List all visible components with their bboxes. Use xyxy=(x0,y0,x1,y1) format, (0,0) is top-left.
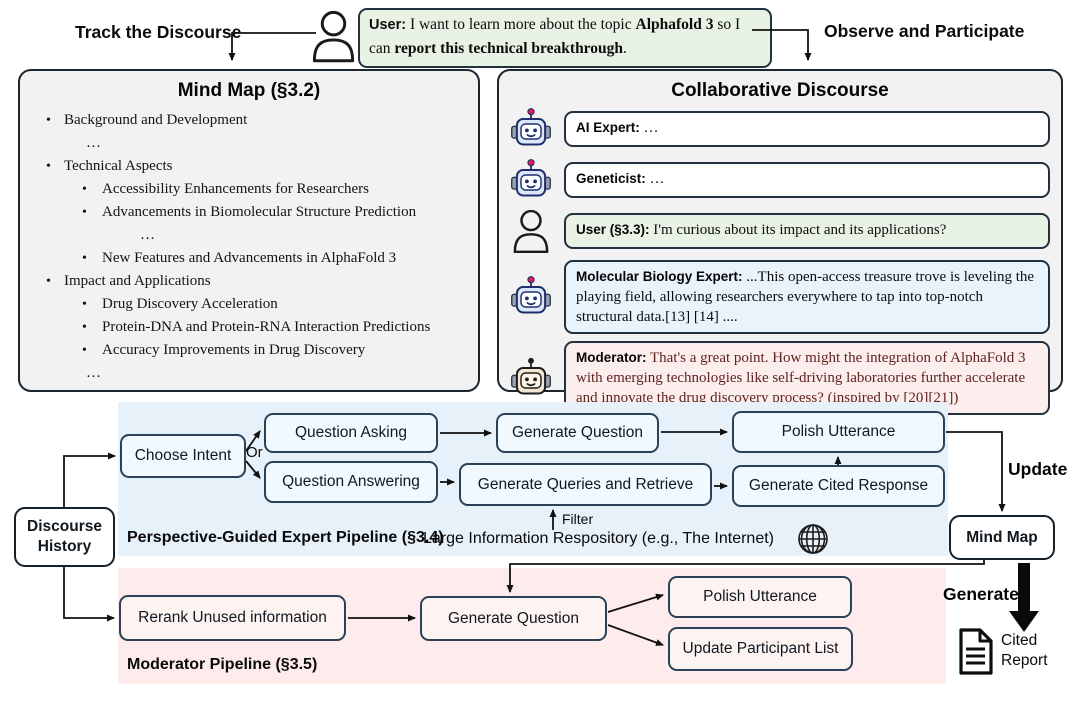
message-list: AI Expert: … xyxy=(510,107,1050,415)
robot-tan-icon xyxy=(510,356,552,400)
generate-label: Generate xyxy=(943,584,1019,604)
polish-utterance-box: Polish Utterance xyxy=(732,411,945,453)
update-label: Update xyxy=(1008,459,1068,479)
moderator-polish-utterance-box: Polish Utterance xyxy=(668,576,852,618)
robot-blue-icon xyxy=(510,158,552,202)
observe-participate-label: Observe and Participate xyxy=(824,21,1025,41)
mind-map-list: •Background and Development … •Technical… xyxy=(20,109,478,385)
cited-report-label: Cited Report xyxy=(1001,632,1048,669)
list-item: •Accuracy Improvements in Drug Discovery xyxy=(82,342,366,358)
moderator-pipeline-label: Moderator Pipeline (§3.5) xyxy=(127,656,318,673)
discourse-history-box: Discourse History xyxy=(14,507,115,567)
update-participant-list-box: Update Participant List xyxy=(668,627,853,671)
list-item: … xyxy=(140,227,155,243)
moderator-generate-question-box: Generate Question xyxy=(420,596,607,641)
message-box-molecular-biology-expert: Molecular Biology Expert: ...This open-a… xyxy=(564,260,1050,334)
list-item: •Background and Development xyxy=(46,112,248,128)
choose-intent-box: Choose Intent xyxy=(120,434,246,478)
or-label: Or xyxy=(246,444,263,461)
message-row: User (§3.3): I'm curious about its impac… xyxy=(510,209,1050,253)
list-item: … xyxy=(86,365,101,381)
question-answering-box: Question Answering xyxy=(264,461,438,503)
message-row: AI Expert: … xyxy=(510,107,1050,151)
message-row: Molecular Biology Expert: ...This open-a… xyxy=(510,260,1050,334)
robot-blue-icon xyxy=(510,275,552,319)
collaborative-discourse-panel: Collaborative Discourse xyxy=(497,69,1063,415)
user-icon xyxy=(510,209,552,253)
user-topic-bubble: User: I want to learn more about the top… xyxy=(358,8,772,68)
robot-blue-icon xyxy=(510,107,552,151)
generate-queries-box: Generate Queries and Retrieve xyxy=(459,463,712,506)
message-box-geneticist: Geneticist: … xyxy=(564,162,1050,198)
expert-pipeline-label: Perspective-Guided Expert Pipeline (§3.4… xyxy=(127,529,444,546)
list-item: … xyxy=(86,135,101,151)
question-asking-box: Question Asking xyxy=(264,413,438,453)
list-item: •Advancements in Biomolecular Structure … xyxy=(82,204,417,220)
track-discourse-label: Track the Discourse xyxy=(75,22,242,42)
generate-cited-response-box: Generate Cited Response xyxy=(732,465,945,507)
user-icon xyxy=(311,9,356,63)
message-box-user: User (§3.3): I'm curious about its impac… xyxy=(564,213,1050,249)
mind-map-title: Mind Map (§3.2) xyxy=(177,80,321,101)
globe-icon xyxy=(795,521,831,557)
rerank-box: Rerank Unused information xyxy=(119,595,346,641)
repository-label: Large Information Respository (e.g., The… xyxy=(423,530,774,547)
list-item: •Impact and Applications xyxy=(46,273,211,289)
message-row: Geneticist: … xyxy=(510,158,1050,202)
list-item: •Protein-DNA and Protein-RNA Interaction… xyxy=(82,319,431,335)
bubble-speaker: User: xyxy=(369,17,407,33)
list-item: •New Features and Advancements in AlphaF… xyxy=(82,250,397,266)
list-item: •Accessibility Enhancements for Research… xyxy=(82,181,369,197)
filter-label: Filter xyxy=(562,511,594,527)
list-item: •Drug Discovery Acceleration xyxy=(82,296,278,312)
message-box-ai-expert: AI Expert: … xyxy=(564,111,1050,147)
document-icon xyxy=(955,627,997,677)
list-item: •Technical Aspects xyxy=(46,158,173,174)
generate-question-box: Generate Question xyxy=(496,413,659,453)
mind-map-panel: Mind Map (§3.2) •Background and Developm… xyxy=(18,69,480,392)
discourse-title: Collaborative Discourse xyxy=(671,80,889,101)
mind-map-box: Mind Map xyxy=(949,515,1055,560)
